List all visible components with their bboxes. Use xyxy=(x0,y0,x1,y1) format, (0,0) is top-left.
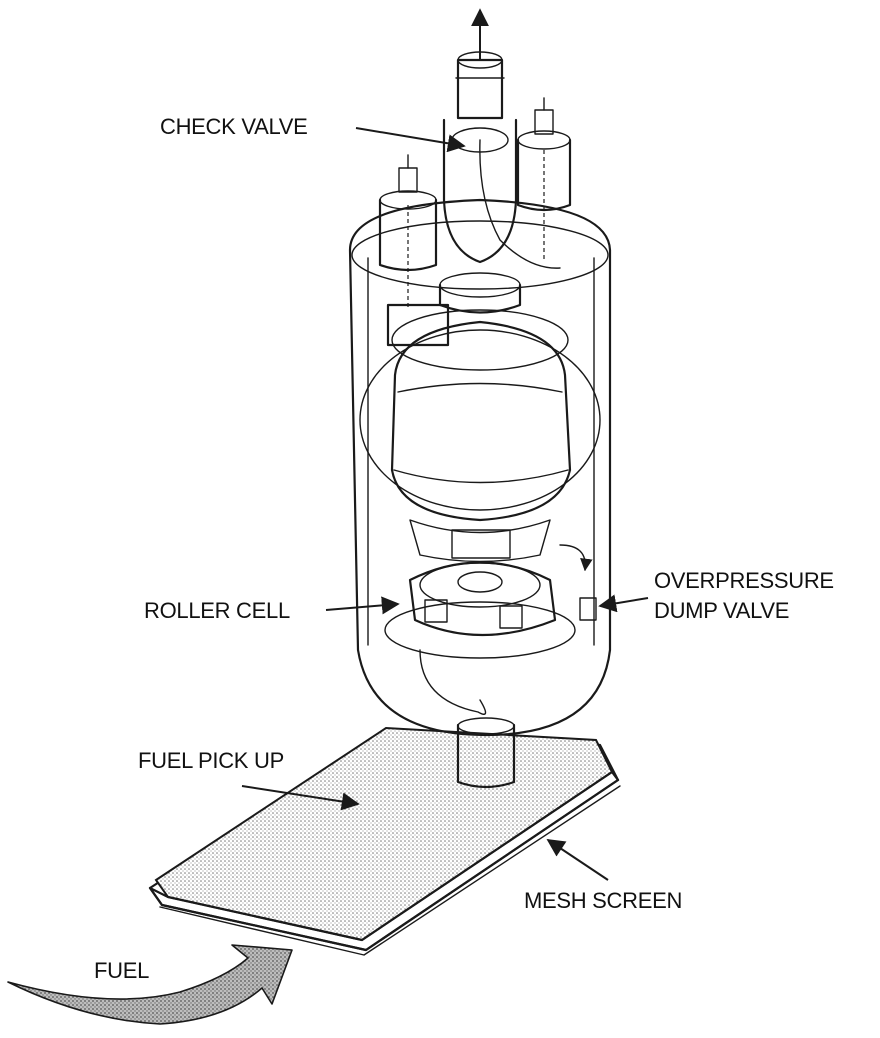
outlet-tube xyxy=(442,51,561,269)
roller-cell-label: ROLLER CELL xyxy=(144,598,290,623)
roller-cell-assembly xyxy=(384,544,597,715)
leader-roller-cell xyxy=(325,596,400,615)
mesh-screen-plate xyxy=(148,726,621,956)
leader-fuel-pick-up xyxy=(241,785,360,811)
left-terminal xyxy=(378,154,438,310)
dump-valve-label-line2: DUMP VALVE xyxy=(654,598,790,623)
pump-housing xyxy=(348,198,612,737)
fuel-label: FUEL xyxy=(94,958,150,983)
leader-check-valve xyxy=(355,127,466,153)
mesh-screen-label: MESH SCREEN xyxy=(524,888,683,913)
motor-armature xyxy=(359,309,601,563)
upper-bearing xyxy=(386,272,522,347)
fuel-pick-up-label: FUEL PICK UP xyxy=(138,748,284,773)
leader-mesh-screen xyxy=(546,839,609,881)
check-valve-label: CHECK VALVE xyxy=(160,114,308,139)
overpressure-label-line1: OVERPRESSURE xyxy=(654,568,834,593)
leader-overpressure-valve xyxy=(598,594,649,613)
fuel-flow-arrow-icon xyxy=(7,944,293,1025)
right-terminal xyxy=(516,97,572,260)
